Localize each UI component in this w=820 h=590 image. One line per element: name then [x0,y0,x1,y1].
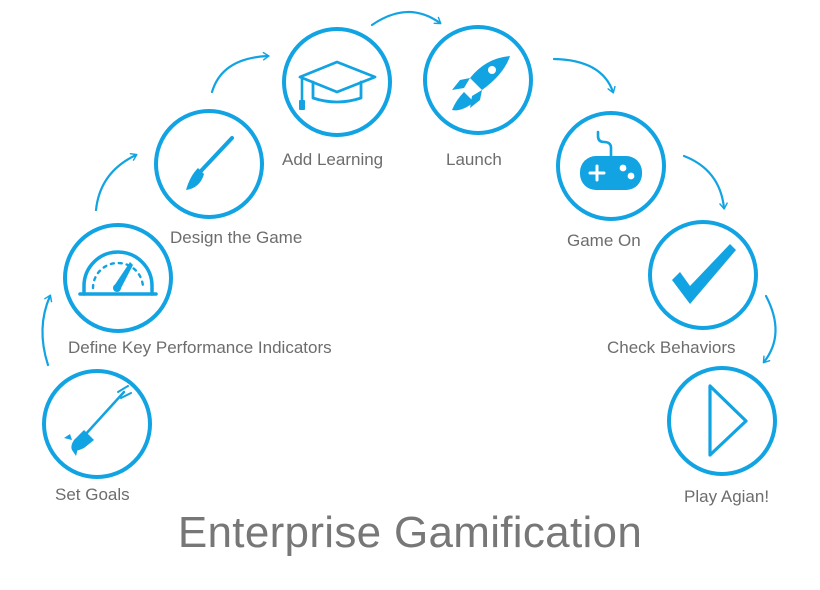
dart-icon [64,385,132,456]
paintbrush-icon [186,136,234,190]
step-label-launch: Launch [446,150,502,169]
step-label-kpi: Define Key Performance Indicators [68,338,332,357]
step-set-goals [42,369,152,479]
step-design-game [154,109,264,219]
diagram-title: Enterprise Gamification [177,508,643,557]
step-game-on [556,111,666,221]
speedometer-icon [78,250,158,296]
arrow-5-to-6 [552,57,616,94]
step-label-add-learning: Add Learning [282,150,384,169]
step-play-again [667,366,777,476]
step-launch [423,25,533,135]
step-label-play-again: Play Agian! [684,487,770,506]
arrow-4-to-5 [370,10,442,27]
step-label-game-on: Game On [567,231,641,250]
checkmark-icon [672,244,736,304]
arrow-2-to-3 [94,152,138,212]
graduation-cap-icon [298,60,377,110]
step-label-set-goals: Set Goals [55,485,130,504]
play-icon [708,384,748,457]
arrow-1-to-2 [41,294,53,367]
gamepad-icon [580,130,642,190]
step-label-check-behaviors: Check Behaviors [607,338,736,357]
connector-arrows [41,10,777,367]
arrow-6-to-7 [682,154,728,210]
arrow-3-to-4 [210,51,270,94]
step-label-design-game: Design the Game [170,228,303,247]
step-add-learning [282,27,392,137]
arrow-7-to-8 [762,294,777,364]
step-check-behaviors [648,220,758,330]
step-kpi [63,223,173,333]
rocket-icon [452,56,510,111]
